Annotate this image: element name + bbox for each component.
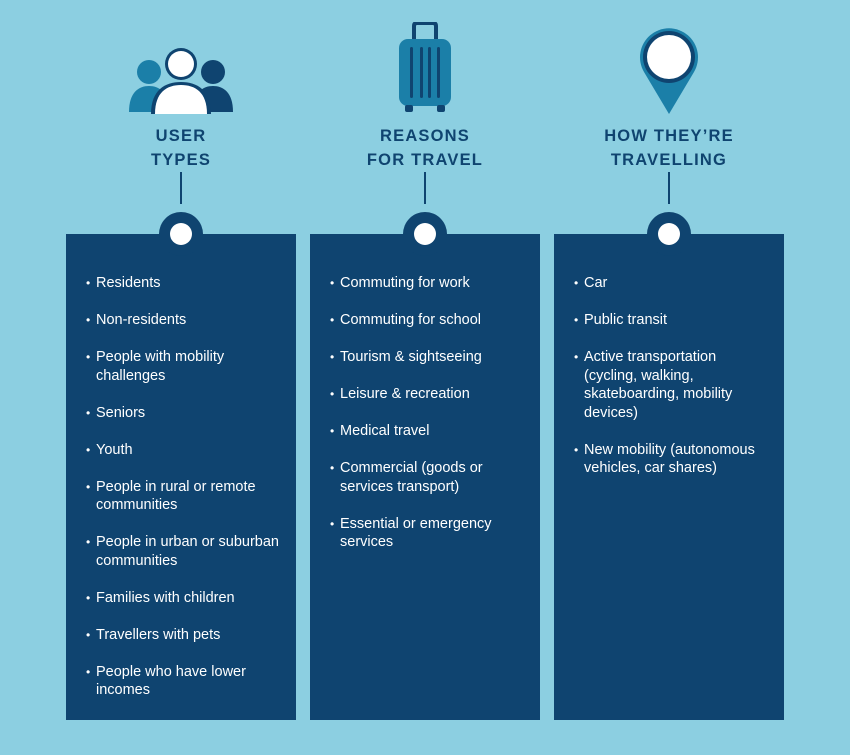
list-item: Tourism & sightseeing [330, 348, 526, 367]
list-item: New mobility (autonomous vehicles, car s… [574, 441, 770, 478]
list-reasons-for-travel: Commuting for work Commuting for school … [310, 234, 540, 552]
connector-knob [159, 212, 203, 256]
list-item: People who have lower incomes [86, 663, 282, 700]
list-item: Commercial (goods or services transport) [330, 459, 526, 496]
heading-line: REASONS [380, 127, 470, 145]
list-item: Seniors [86, 404, 282, 423]
list-item: Leisure & recreation [330, 385, 526, 404]
heading-line: USER [155, 127, 207, 145]
column-reasons-for-travel: REASONS FOR TRAVEL Commuting for work Co… [310, 0, 540, 755]
list-user-types: Residents Non-residents People with mobi… [66, 234, 296, 700]
list-item: People in urban or suburban communities [86, 533, 282, 570]
connector-line [180, 172, 182, 204]
list-item: Commuting for school [330, 311, 526, 330]
heading-line: TYPES [150, 151, 212, 169]
list-item: Residents [86, 274, 282, 293]
heading-reasons-for-travel: REASONS FOR TRAVEL [310, 124, 540, 172]
list-item: Families with children [86, 589, 282, 608]
list-item: People with mobility challenges [86, 348, 282, 385]
list-how-theyre-travelling: Car Public transit Active transportation… [554, 234, 784, 478]
list-item: Medical travel [330, 422, 526, 441]
connector-line [424, 172, 426, 204]
column-user-types: USER TYPES Residents Non-residents Peopl… [66, 0, 296, 755]
connector-knob [647, 212, 691, 256]
people-group-icon [129, 48, 233, 119]
list-item: Youth [86, 441, 282, 460]
column-how-theyre-travelling: HOW THEY’RE TRAVELLING Car Public transi… [554, 0, 784, 755]
heading-line: HOW THEY’RE [604, 127, 734, 145]
panel-how-theyre-travelling: Car Public transit Active transportation… [554, 234, 784, 720]
heading-line: FOR TRAVEL [366, 151, 484, 169]
panel-user-types: Residents Non-residents People with mobi… [66, 234, 296, 720]
suitcase-icon [397, 21, 453, 119]
heading-line: TRAVELLING [610, 151, 728, 169]
heading-user-types: USER TYPES [66, 124, 296, 172]
connector-knob [403, 212, 447, 256]
list-item: Travellers with pets [86, 626, 282, 645]
list-item: Active transportation (cycling, walking,… [574, 348, 770, 422]
list-item: Non-residents [86, 311, 282, 330]
list-item: Car [574, 274, 770, 293]
list-item: Essential or emergency services [330, 515, 526, 552]
list-item: Public transit [574, 311, 770, 330]
list-item: People in rural or remote communities [86, 478, 282, 515]
list-item: Commuting for work [330, 274, 526, 293]
panel-reasons-for-travel: Commuting for work Commuting for school … [310, 234, 540, 720]
connector-line [668, 172, 670, 204]
heading-how-theyre-travelling: HOW THEY’RE TRAVELLING [554, 124, 784, 172]
location-pin-icon [638, 26, 700, 119]
